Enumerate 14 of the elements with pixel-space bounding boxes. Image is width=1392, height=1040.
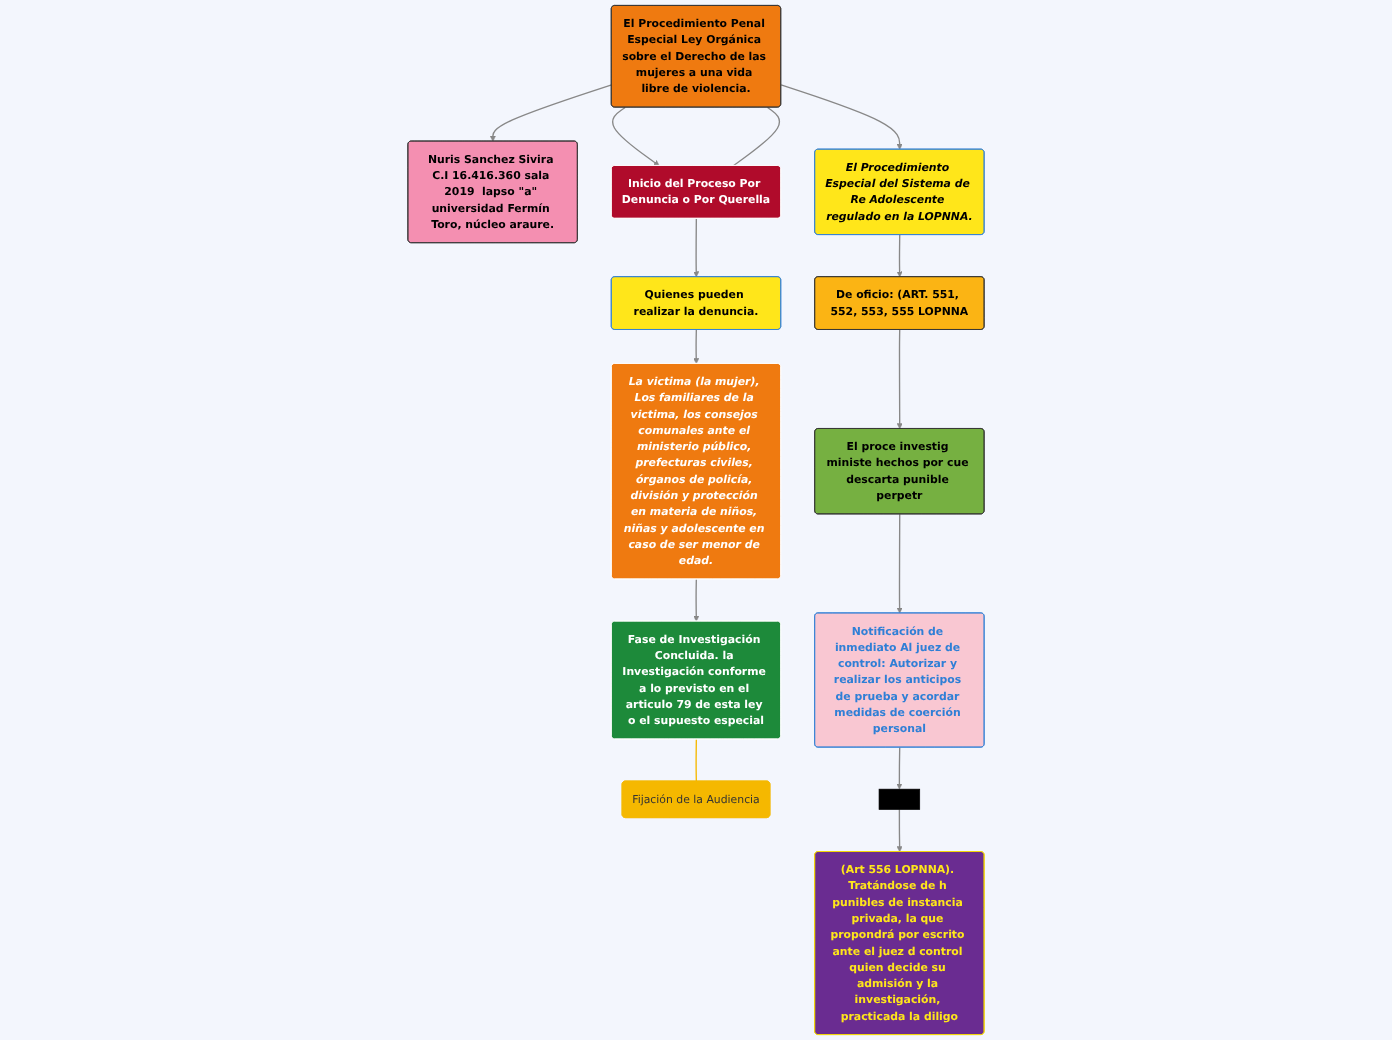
arrow: [896, 746, 903, 790]
arrow: [693, 217, 700, 278]
arrow: [896, 329, 903, 430]
node-box: [878, 788, 921, 810]
arrow: [780, 84, 903, 150]
connector: [732, 106, 781, 167]
arrow: [693, 329, 700, 364]
arrow: [489, 84, 613, 142]
connector: [695, 738, 697, 783]
arrow: [693, 578, 700, 622]
arrow: [612, 106, 660, 167]
arrow: [896, 808, 903, 853]
arrow: [896, 513, 903, 614]
arrow: [896, 234, 903, 278]
